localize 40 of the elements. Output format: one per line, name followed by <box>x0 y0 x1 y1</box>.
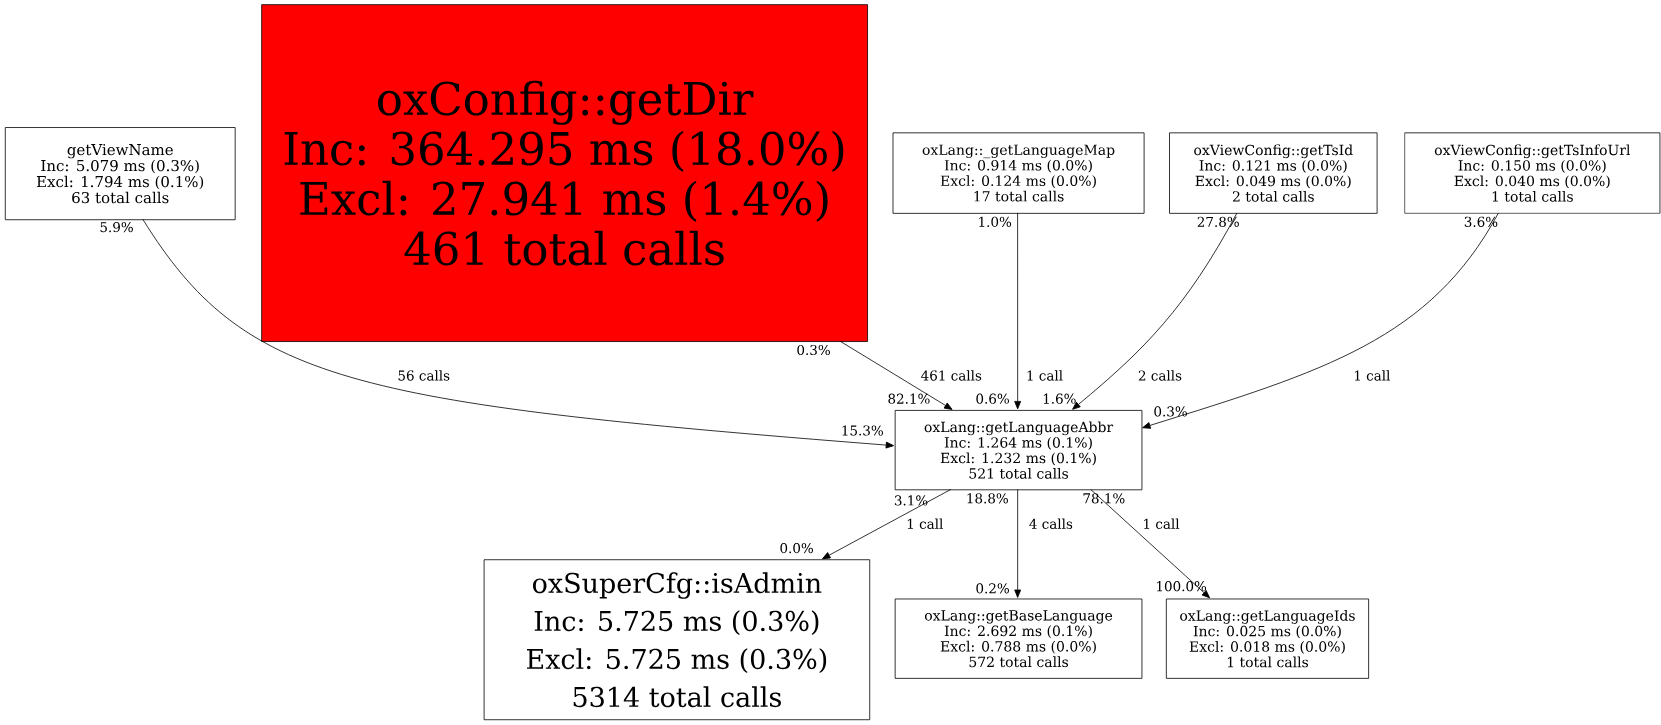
function-box: oxLang::getBaseLanguage Inc: 2.692 ms (0.1%) Excl: 0.788 ms (0.0%) 572 total calls <box>894 598 1143 679</box>
edge-label: 56 calls <box>398 370 450 381</box>
percent-label: 100.0% <box>1157 581 1207 592</box>
edge-label: 1 call <box>1144 518 1180 529</box>
function-box: oxLang::_getLanguageMap Inc: 0.914 ms (0.0%) Excl: 0.124 ms (0.0%) 17 total calls <box>892 132 1145 214</box>
percent-label: 27.8% <box>1197 216 1239 227</box>
arrow <box>1142 212 1499 429</box>
arrow <box>1014 212 1022 410</box>
arrow <box>1072 212 1238 410</box>
arrow <box>1090 489 1211 599</box>
function-box: getViewName Inc: 5.079 ms (0.3%) Excl: 1.794 ms (0.1%) 63 total calls <box>4 127 236 221</box>
arrow <box>142 218 895 449</box>
edge-label: 461 calls <box>921 370 982 381</box>
percent-label: 0.6% <box>976 393 1009 404</box>
function-box: oxLang::getLanguageIds Inc: 0.025 ms (0.0%) Excl: 0.018 ms (0.0%) 1 total calls <box>1165 598 1370 679</box>
edge-label: 4 calls <box>1029 518 1073 529</box>
arrow <box>839 340 953 410</box>
edge-label: 1 call <box>907 518 943 529</box>
percent-label: 3.6% <box>1464 216 1498 227</box>
percent-label: 78.1% <box>1083 493 1125 504</box>
function-box: oxLang::getLanguageAbbr Inc: 1.264 ms (0.1%) Excl: 1.232 ms (0.1%) 521 total calls <box>894 410 1143 491</box>
function-box: oxViewConfig::getTsId Inc: 0.121 ms (0.0%) Excl: 0.049 ms (0.0%) 2 total calls <box>1169 132 1378 214</box>
edge-label: 2 calls <box>1138 370 1182 381</box>
percent-label: 82.1% <box>888 393 930 404</box>
percent-label: 0.2% <box>976 583 1009 594</box>
arrow <box>822 489 952 560</box>
percent-label: 18.8% <box>967 493 1008 504</box>
percent-label: 1.0% <box>979 216 1012 227</box>
percent-label: 15.3% <box>842 425 883 436</box>
percent-label: 1.6% <box>1043 393 1076 404</box>
function-box: oxViewConfig::getTsInfoUrl Inc: 0.150 ms (0.0%) Excl: 0.040 ms (0.0%) 1 total calls <box>1404 132 1661 214</box>
edge-label: 1 call <box>1354 370 1390 381</box>
percent-label: 3.1% <box>894 495 928 506</box>
arrow <box>1014 489 1022 598</box>
percent-label: 0.3% <box>797 344 830 356</box>
function-box: oxConfig::getDir Inc: 364.295 ms (18.0%) Excl: 27.941 ms (1.4%) 461 total calls <box>261 4 868 342</box>
percent-label: 5.9% <box>100 222 133 233</box>
function-box: oxSuperCfg::isAdmin Inc: 5.725 ms (0.3%) Excl: 5.725 ms (0.3%) 5314 total calls <box>483 559 871 721</box>
percent-label: 0.3% <box>1154 406 1187 417</box>
edge-label: 1 call <box>1027 370 1063 381</box>
